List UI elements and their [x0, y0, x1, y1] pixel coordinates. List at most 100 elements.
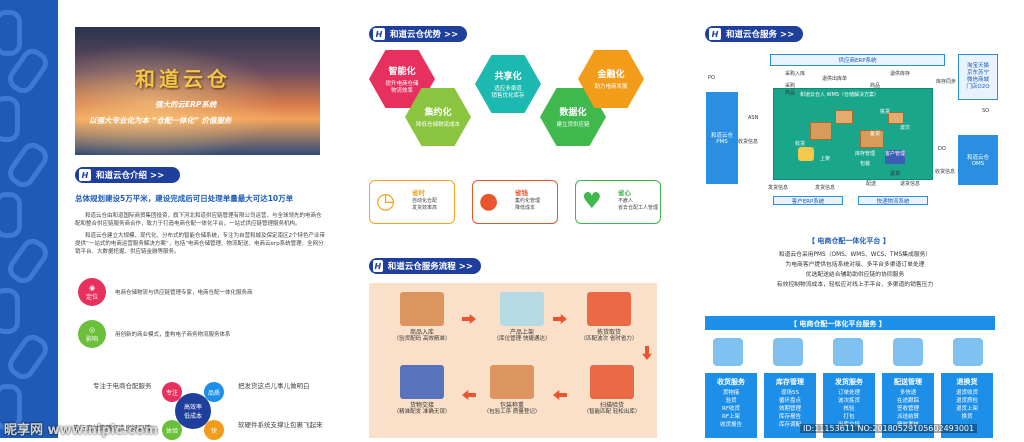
chain-link-icon	[3, 234, 53, 288]
box-icon	[888, 112, 904, 124]
step-label: 扫描验货	[599, 402, 624, 409]
badge-positioning-text: 电商仓储物流与供应链管理专家，电商仓配一体化服务商	[115, 290, 253, 296]
diagram-label: 退货	[890, 171, 901, 177]
step-label: 拣货取货	[596, 329, 621, 336]
service-column: 配送管理多快递 在途跟踪 签收管理 派送结算 绩效考核	[882, 373, 934, 438]
services-title: 【 电商仓配一体化平台服务 】	[790, 320, 886, 328]
diagram-label: 收货信息	[738, 139, 759, 145]
forklift-icon	[798, 147, 814, 161]
chain-link-icon	[0, 288, 20, 334]
diagram-label: PO	[708, 75, 715, 81]
diagram-label: 收货信息	[935, 169, 956, 175]
step-label: 货物交接	[409, 402, 434, 409]
ring-item: 快	[204, 420, 224, 440]
section-header-intro: H 和道云仓介绍 >>	[75, 167, 180, 183]
diagram-wms-title: 和道云仓入 WMS（仓储解决方案）	[800, 92, 880, 98]
diagram-label: 退货信息	[900, 181, 921, 187]
diagram-label: 商品	[870, 83, 881, 89]
diagram-erp-box: 供应商ERP系统	[770, 54, 945, 66]
services-banner	[705, 316, 995, 330]
box-in-icon	[400, 292, 444, 326]
benefit-title: 省心	[618, 189, 631, 197]
services-illustration	[705, 332, 995, 370]
focus-text: 专注于电商仓配服务	[93, 382, 152, 390]
diagram-label: 采购入库	[785, 71, 806, 77]
benefit-title: 省时	[412, 189, 425, 197]
service-items: 退货收货 退货质检 退货上架 换货	[955, 390, 978, 420]
step-sub: （精准配发 准确无误）	[393, 409, 451, 415]
clipboard-icon	[500, 292, 544, 326]
hex-advantage-2: 共享化适应多渠道 销售优化库存	[475, 55, 541, 113]
process-step: 商品入库（验货配码 高效精准）	[385, 292, 459, 343]
people-icon	[713, 338, 743, 366]
chain-link-icon	[0, 384, 22, 430]
badge-label: 影响	[85, 335, 98, 343]
hex-text: 助力电商发展	[594, 84, 628, 90]
ring-center: 高效率 低成本	[175, 393, 211, 429]
ring-item: 体验	[162, 420, 182, 440]
process-step: 扫描验货（智能匹配 轻松出库）	[575, 365, 649, 416]
step-sub: （验货配码 高效精准）	[393, 336, 451, 342]
process-step: 产品上架（库位管理 快捷通达）	[485, 292, 559, 343]
box-icon	[835, 110, 853, 124]
diagram-label: 库存同步	[936, 79, 957, 85]
hero-tagline: 以强大专业化为本 “仓配一体化” 价值服务	[89, 116, 232, 125]
diagram-oms-box: 和道云仓 OMS	[958, 135, 998, 185]
hex-text: 降低仓储物流成本	[415, 122, 460, 128]
service-items: 现场5S 循环盘点 效期管理 库存报告 库存调配	[778, 390, 801, 428]
diagram-label: 库存管理	[855, 151, 876, 157]
section-header-label: 和道云仓服务 >>	[726, 30, 795, 40]
hex-title: 智能化	[388, 66, 416, 77]
box-icon	[860, 130, 884, 148]
benefit-card: ●省钱集约化管理 降低成本	[472, 180, 558, 224]
globe-icon: ◎	[88, 325, 96, 334]
truck-icon	[400, 365, 444, 399]
diagram-label: 包装	[860, 161, 871, 167]
forklift-icon	[587, 292, 631, 326]
diagram-label: 退供出库单	[822, 76, 848, 82]
diagram-label: 拣货	[880, 109, 891, 115]
badge-positioning: ◉ 定位	[78, 278, 106, 306]
step-sub: （包验工序 质量登记）	[483, 409, 541, 415]
diagram-label: 波次	[900, 125, 911, 131]
watermark-left: 昵享网 www.nipic.com	[4, 423, 158, 438]
clock-icon: ◷	[376, 189, 396, 214]
diagram-client-erp: 客户ERP系统	[773, 196, 843, 205]
step-label: 商品入库	[409, 329, 434, 336]
hex-text: 建立货供应链	[556, 122, 590, 128]
service-title: 库存管理	[776, 378, 804, 386]
chain-link-icon	[3, 330, 53, 384]
ring-item: 品质	[204, 382, 224, 402]
diagram-pms-box: 和道云仓 PMS	[706, 92, 738, 184]
step-sub: （匹配波次 省时省力）	[580, 336, 638, 342]
intro-paragraph-2: 和道云仓建立大规模、现代化、分布式的智能仓储系统，专注为自营和城及保定南区2个特…	[75, 233, 326, 255]
service-title: 收货服务	[717, 378, 745, 386]
benefit-card: ♥省心不雇人 省去仓配工人管理	[575, 180, 661, 224]
diagram-label: ASN	[748, 115, 759, 121]
warehouse-illustration	[790, 102, 920, 170]
brand-logo-icon: H	[373, 28, 385, 40]
step-sub: （智能匹配 轻松出库）	[583, 409, 641, 415]
service-items: 订单处理 波次拣货 核验 打包 出库交接	[837, 390, 860, 428]
chain-link-icon	[3, 138, 53, 192]
section-header-label: 和道云仓服务流程 >>	[387, 262, 473, 272]
arrow-icon	[462, 314, 476, 324]
ring-item: 专注	[162, 382, 182, 402]
service-title: 配送管理	[894, 378, 922, 386]
delivery-icon	[893, 338, 923, 366]
hero-subtitle: 强大的云ERP系统	[155, 100, 217, 109]
section-header-advantages: H 和道云仓优势 >>	[369, 26, 467, 42]
process-step: 包装称重（包验工序 质量登记）	[475, 365, 549, 416]
hex-title: 数据化	[559, 108, 587, 118]
process-step: 拣货取货（匹配波次 省时省力）	[572, 292, 646, 343]
brand-logo-icon: H	[709, 28, 721, 40]
hex-text: 适应多渠道 销售优化库存	[491, 85, 525, 99]
hex-text: 提升电商仓储 物流效率	[385, 80, 419, 94]
diagram-label: 客户管理	[885, 151, 906, 157]
hero-title: 和道云仓	[135, 67, 231, 91]
brand-logo-icon: H	[373, 260, 383, 272]
hex-title: 共享化	[494, 71, 522, 82]
diagram-label: 退供库存	[890, 71, 911, 77]
chain-link-icon	[0, 10, 22, 56]
diagram-wms-area	[773, 88, 933, 180]
